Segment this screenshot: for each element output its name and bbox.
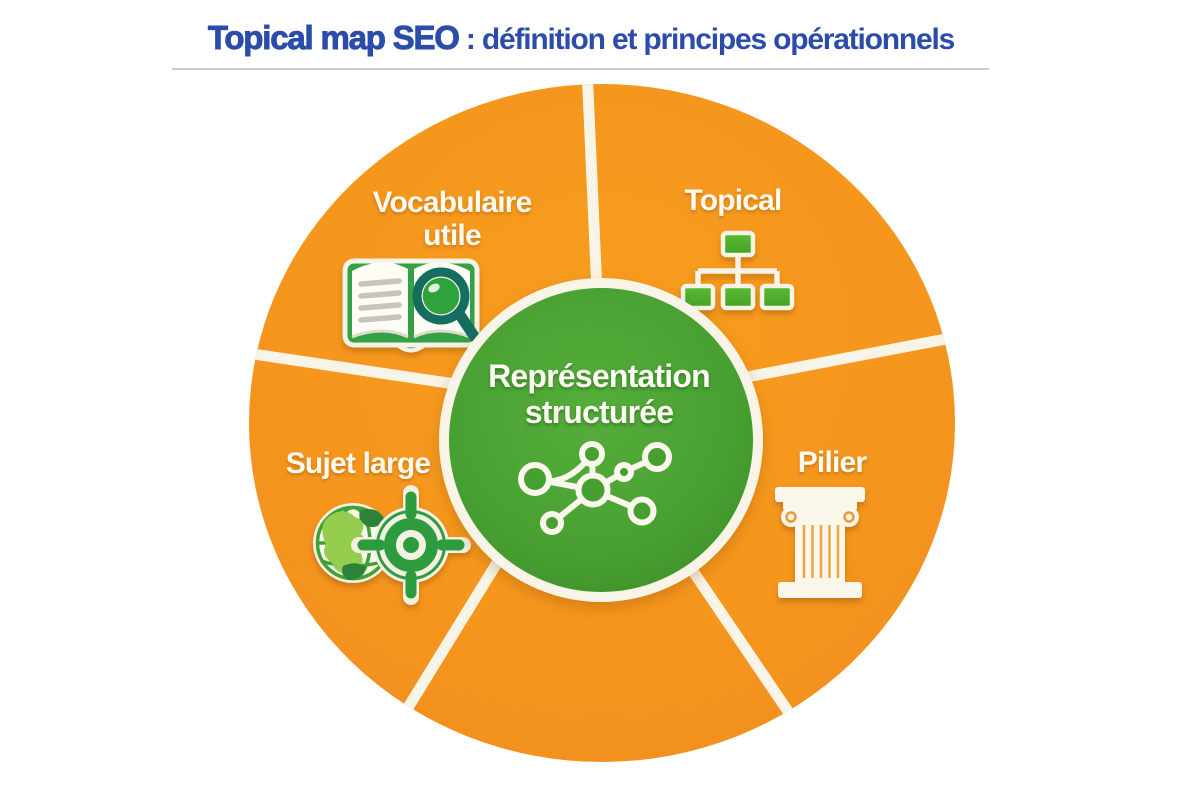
pillar-icon — [775, 487, 865, 598]
page-edge-shading — [351, 329, 409, 339]
segment-label-topical: Topical — [684, 184, 782, 217]
segment-label-sujet-large: Sujet large — [286, 447, 431, 480]
hub-label-line: structurée — [524, 394, 674, 430]
org-chart-boxes — [680, 230, 795, 311]
globe-target-icon — [313, 485, 471, 605]
segment-divider — [581, 84, 604, 316]
page-title-rest: : définition et principes opérationnels — [458, 23, 955, 56]
network-graph-icon — [518, 441, 672, 535]
pillar-scroll — [785, 511, 797, 523]
globe-continent — [322, 511, 366, 573]
segment-divider — [675, 548, 807, 736]
page-text-lines — [358, 278, 402, 323]
magnifier-icon — [412, 267, 480, 342]
segment-label-vocabulaire-utile: Vocabulaire utile — [372, 186, 532, 252]
open-book-magnifier-icon — [342, 258, 480, 353]
segment-label-line: Sujet large — [285, 447, 431, 480]
org-chart-icon — [680, 230, 795, 311]
globe-continent-dark — [359, 509, 384, 527]
hub-label: Représentation structurée — [488, 358, 711, 430]
hub-label-line: Représentation — [488, 358, 711, 394]
page-edge-shading — [413, 329, 471, 339]
network-nodes — [518, 441, 672, 535]
target-disc — [376, 510, 446, 580]
book-page-left — [352, 262, 408, 337]
segment-label-pilier: Pilier — [798, 446, 867, 479]
segment-label-line: Topical — [684, 184, 782, 217]
segment-divider — [388, 542, 513, 735]
segment-label-line: Vocabulaire — [372, 186, 532, 219]
segment-label-line: utile — [423, 219, 481, 252]
target-ticks — [357, 491, 465, 599]
page-title: Topical map SEO : définition et principe… — [173, 14, 989, 64]
segment-label-line: Pilier — [797, 446, 867, 479]
globe-continent-dark — [342, 563, 366, 580]
hub-disc — [449, 288, 753, 592]
pillar-scroll — [843, 511, 855, 523]
page-title-strong: Topical map SEO — [207, 19, 460, 57]
title-underline — [172, 68, 989, 70]
pillar-flutes — [802, 525, 840, 578]
segment-divider — [249, 345, 476, 393]
